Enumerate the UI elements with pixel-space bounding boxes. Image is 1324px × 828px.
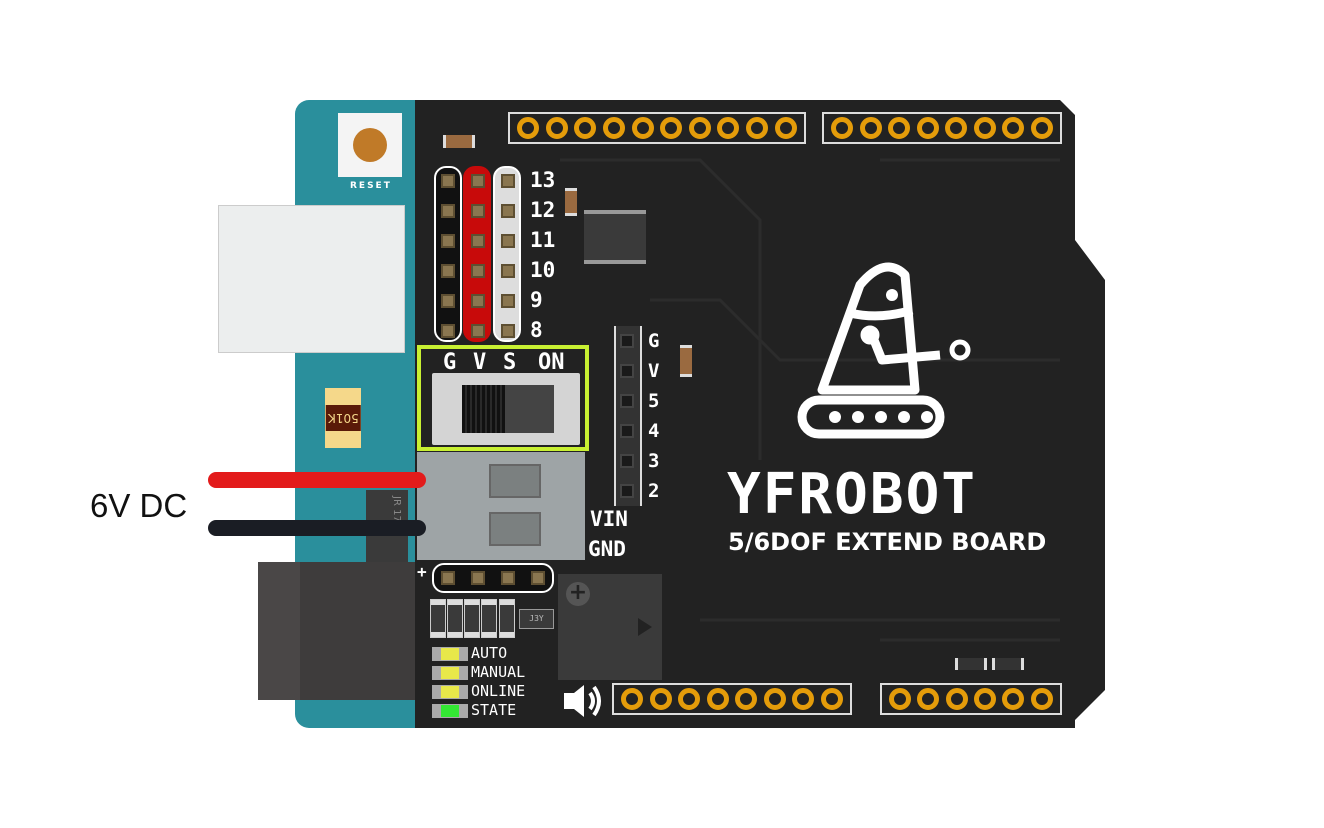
side-header-pin [620,364,634,378]
transistor: J3Y [519,609,554,629]
side-header-pin [620,424,634,438]
header-pin [471,234,485,248]
switch-label-on: ON [538,350,565,375]
capacitor [680,345,692,377]
header-pin [441,234,455,248]
power-switch-highlight [417,345,589,451]
brand-name: YFROBOT [727,462,978,527]
side-header [614,326,642,506]
side-header-pin [620,484,634,498]
smd-resistor [992,658,1024,670]
top-header-right [822,112,1062,144]
vcc-column [463,166,491,342]
resistor [464,599,480,638]
header-pin [531,571,545,585]
top-header-left [508,112,806,144]
usb-port [218,205,405,353]
status-led [432,704,468,718]
robot-logo-icon [797,262,971,439]
switch-label-g: G [443,350,457,375]
status-led [432,685,468,699]
signal-column [493,166,521,342]
brand-subtitle: 5/6DOF EXTEND BOARD [728,528,1047,556]
side-pin-label: V [648,360,660,382]
header-pin [441,294,455,308]
led-label: AUTO [471,644,508,662]
header-pin [441,174,455,188]
status-led [432,647,468,661]
side-pin-label: G [648,330,660,352]
side-pin-label: 2 [648,480,660,502]
side-header-pin [620,394,634,408]
power-label: 6V DC [90,487,188,524]
smd-resistor [955,658,987,670]
pin-label-9: 9 [530,288,543,312]
led-label: MANUAL [471,663,526,681]
reset-label: RESET [350,181,392,191]
header-pin [501,204,515,218]
resistor [481,599,497,638]
pin-label-12: 12 [530,198,556,222]
header-pin [471,294,485,308]
header-pin [441,264,455,278]
resistor [430,599,446,638]
led-label: ONLINE [471,682,526,700]
capacitor [565,188,577,216]
bottom-header-right [880,683,1062,715]
black-wire [208,520,426,536]
power-switch[interactable] [432,373,580,445]
pin-label-10: 10 [530,258,556,282]
switch-label-s: S [503,350,517,375]
reset-button[interactable] [338,113,402,177]
pin-label-8: 8 [530,318,543,342]
fuse: 501K [325,388,361,448]
triangle-icon [638,618,652,636]
plus-label: + [417,562,427,581]
buzzer: + [558,574,662,680]
header-pin [471,264,485,278]
header-pin [501,294,515,308]
capacitor [443,135,475,148]
resistor [499,599,515,638]
side-header-pin [620,454,634,468]
red-wire [208,472,426,488]
dc-jack [258,562,418,700]
header-pin [501,571,515,585]
header-pin [471,174,485,188]
speaker-icon [564,685,601,717]
header-pin [441,324,455,338]
terminal-block [417,452,585,560]
header-pin [501,234,515,248]
header-pin [501,174,515,188]
header-pin [471,324,485,338]
header-pin [501,264,515,278]
header-pin [471,571,485,585]
pin-label-13: 13 [530,168,556,192]
led-label: STATE [471,701,517,719]
header-pin [471,204,485,218]
gnd-column [434,166,462,342]
plus-icon: + [566,582,590,606]
switch-label-v: V [473,350,487,375]
terminal-label-gnd: GND [588,537,626,561]
side-pin-label: 5 [648,390,660,412]
side-pin-label: 4 [648,420,660,442]
side-header-pin [620,334,634,348]
pin-label-11: 11 [530,228,556,252]
regulator-label: JR 17-5 [391,496,402,532]
resistor [447,599,463,638]
ic-chip [584,210,646,264]
header-pin [501,324,515,338]
header-pin [441,571,455,585]
terminal-label-vin: VIN [590,507,628,531]
status-led [432,666,468,680]
bottom-header-left [612,683,852,715]
header-pin [441,204,455,218]
side-pin-label: 3 [648,450,660,472]
